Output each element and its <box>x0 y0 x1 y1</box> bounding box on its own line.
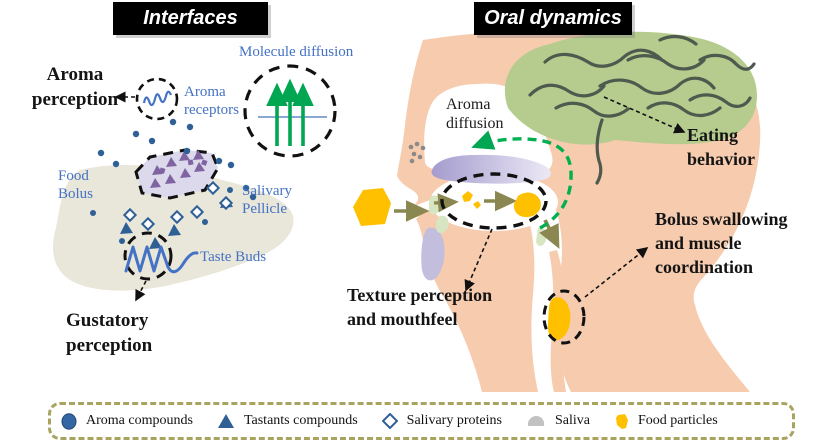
mouth-entry-arrow <box>433 193 459 213</box>
palate-graphic <box>431 154 551 184</box>
bolus-swallowing-label: Bolus swallowing and muscle coordination <box>655 209 788 277</box>
legend-label: Aroma compounds <box>86 413 193 428</box>
molecule-diffusion-label: Molecule diffusion <box>239 44 354 60</box>
salivary-pellicle-zone <box>134 148 220 200</box>
food-particle-icon <box>614 413 629 430</box>
aroma-compound-icon <box>61 412 77 430</box>
receptor-squiggle-icon <box>142 90 173 107</box>
taste-buds-label: Taste Buds <box>200 249 267 265</box>
interfaces-panel-title: Interfaces <box>113 2 268 35</box>
diffusion-arrows-icon <box>266 78 314 146</box>
tastant-compound-icon <box>217 413 235 429</box>
aroma-receptors-circle <box>114 77 179 121</box>
legend-item-food-particles: Food particles <box>614 413 718 430</box>
saliva-icon <box>526 415 546 428</box>
chewed-particles-icon <box>462 191 481 209</box>
tastant-cluster <box>150 150 208 188</box>
tongue-root-graphic <box>421 227 445 281</box>
legend-item-salivary-proteins: Salivary proteins <box>381 413 502 429</box>
taste-buds-wave-icon <box>124 245 199 274</box>
legend-item-tastants: Tastants compounds <box>217 413 358 429</box>
gustatory-perception-label: Gustatory perception <box>66 310 153 357</box>
arrow-bolus-to-swallowing <box>584 247 649 298</box>
aroma-compounds-scatter <box>90 107 257 244</box>
oral-dynamics-panel-title: Oral dynamics <box>474 2 632 35</box>
legend-label: Salivary proteins <box>406 413 502 428</box>
salivary-pellicle-label: Salivary Pellicle <box>242 183 292 217</box>
bolus-in-mouth-icon <box>513 192 541 218</box>
texture-perception-label: Texture perception and mouthfeel <box>347 285 493 329</box>
throat-bolus-zone <box>542 289 586 345</box>
legend-item-saliva: Saliva <box>526 413 590 429</box>
aroma-perception-label: Aroma perception <box>31 64 119 111</box>
brain-graphic <box>504 31 757 185</box>
taste-buds-circle <box>123 231 199 302</box>
legend: Aroma compounds Tastants compounds Saliv… <box>48 402 795 440</box>
aroma-receptors-label: Aroma receptors <box>184 84 239 118</box>
food-bolus-label: Food Bolus <box>58 168 94 202</box>
legend-label: Food particles <box>637 413 718 428</box>
eating-behavior-label: Eating behavior <box>687 125 756 169</box>
molecule-diffusion-circle <box>243 64 337 158</box>
legend-item-aroma-compounds: Aroma compounds <box>61 412 193 430</box>
salivary-protein-icon <box>381 413 398 429</box>
legend-label: Saliva <box>554 413 590 428</box>
aroma-diffusion-label: Aroma diffusion <box>446 96 504 132</box>
mouth-processing-zone <box>440 172 560 249</box>
brain-gyri-lines <box>528 34 756 185</box>
nostril-molecules-icon <box>408 141 426 164</box>
aroma-diffusion-arrow <box>471 130 573 230</box>
swallowed-bolus-icon <box>547 297 571 341</box>
legend-label: Tastants compounds <box>243 413 358 428</box>
arrow-brain-to-eating-behavior <box>603 96 686 134</box>
salivary-protein-diamonds-scatter <box>122 180 234 232</box>
food-particle-graphic <box>353 188 459 226</box>
head-profile-graphic <box>397 29 761 392</box>
arrow-to-gustatory <box>135 280 147 302</box>
